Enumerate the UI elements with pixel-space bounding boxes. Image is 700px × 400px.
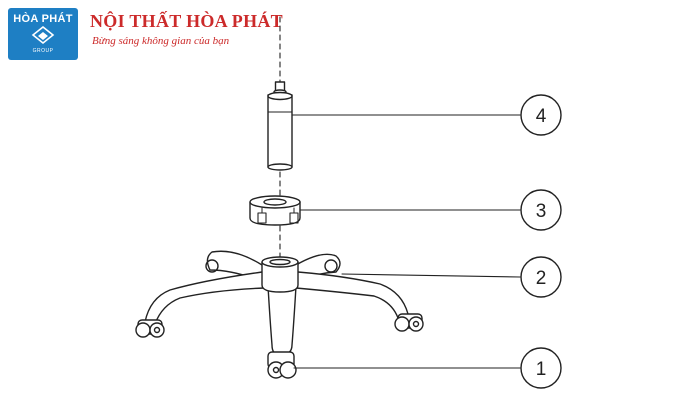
- logo-mark-icon: [31, 26, 55, 45]
- base-ring: [249, 195, 301, 226]
- company-logo: HÒA PHÁT GROUP: [8, 8, 78, 60]
- callout-label-1: 1: [536, 359, 547, 380]
- brand-slogan: Bừng sáng không gian của bạn: [92, 35, 230, 47]
- caster-wheel-left: [135, 319, 165, 338]
- logo-subtext: GROUP: [32, 48, 54, 54]
- brand-title: NỘI THẤT HÒA PHÁT: [90, 11, 283, 31]
- callout-label-3: 3: [536, 201, 547, 222]
- callout-circle-3: [520, 189, 562, 231]
- star-base: [144, 250, 409, 356]
- caster-wheel-front: [267, 351, 297, 379]
- leader-line-2: [341, 273, 521, 278]
- callout-circle-4: [520, 94, 562, 136]
- callout-label-2: 2: [536, 268, 547, 289]
- callout-circle-1: [520, 347, 562, 389]
- callout-label-4: 4: [536, 106, 547, 127]
- gas-lift-cylinder: [267, 81, 293, 171]
- logo-text: HÒA PHÁT: [13, 13, 73, 25]
- callout-circle-2: [520, 256, 562, 298]
- caster-wheel-right: [394, 313, 424, 332]
